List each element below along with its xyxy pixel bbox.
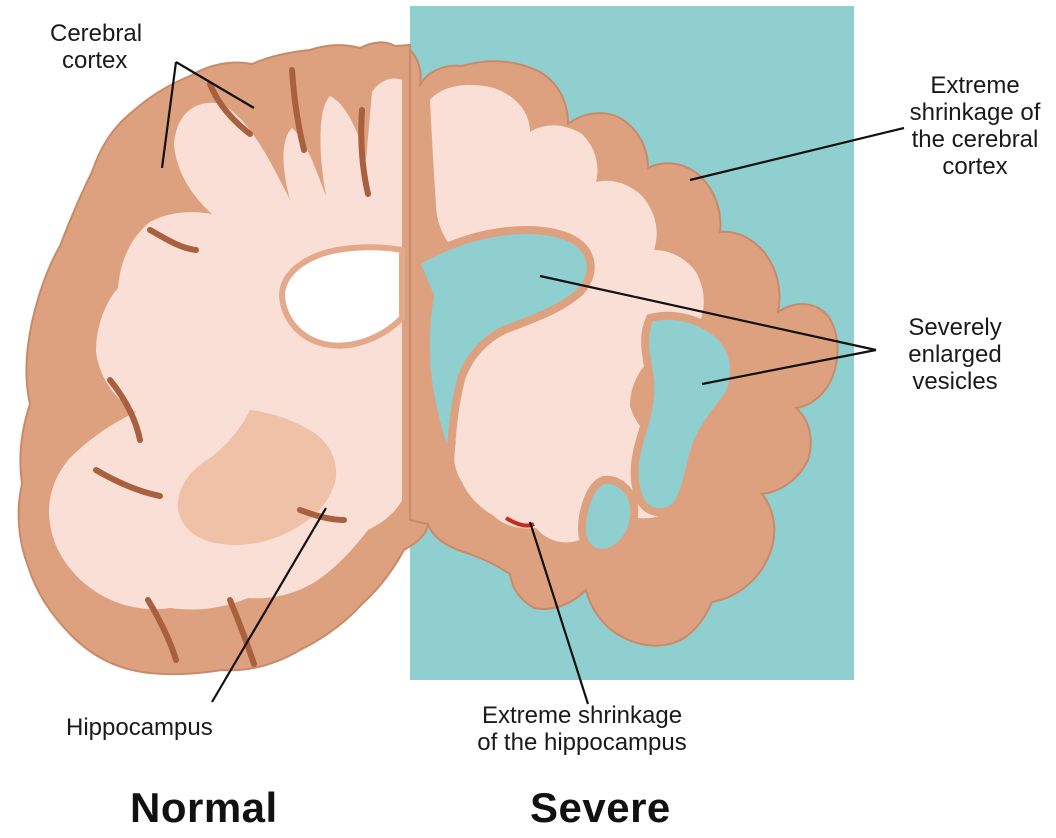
label-enlarged-vesicles: Severely enlarged vesicles (880, 314, 1030, 395)
caption-normal: Normal (130, 784, 278, 832)
label-extreme-shrinkage-cortex: Extreme shrinkage of the cerebral cortex (900, 72, 1050, 180)
normal-hemisphere (19, 42, 428, 674)
caption-severe: Severe (530, 784, 671, 832)
label-cerebral-cortex: Cerebral cortex (50, 20, 142, 74)
severe-ventricle-small (582, 480, 634, 553)
normal-ventricle (282, 247, 402, 345)
label-hippocampus: Hippocampus (66, 714, 213, 741)
label-extreme-shrinkage-hippocampus: Extreme shrinkage of the hippocampus (462, 702, 702, 756)
